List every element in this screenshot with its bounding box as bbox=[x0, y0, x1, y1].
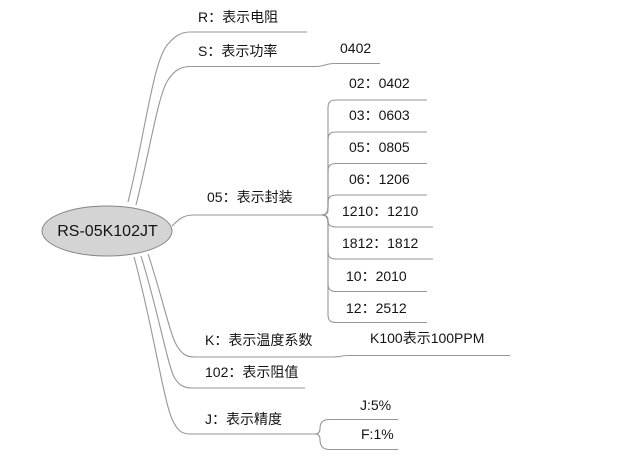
connector-branch-j bbox=[133, 256, 315, 435]
connector-branch-102 bbox=[140, 255, 305, 389]
node-0402[interactable]: 0402 bbox=[340, 40, 372, 56]
node-05-0805[interactable]: 05：0805 bbox=[349, 139, 410, 155]
node-06-1206[interactable]: 06：1206 bbox=[349, 171, 410, 187]
connector-branch-05 bbox=[171, 214, 322, 227]
connector-branch-k-and-k100 bbox=[147, 253, 510, 358]
connector-child-f1 bbox=[314, 433, 398, 451]
node-1812-1812[interactable]: 1812：1812 bbox=[342, 235, 419, 251]
connector-branch-s-and-0402 bbox=[135, 62, 380, 206]
node-12-2512[interactable]: 12：2512 bbox=[346, 300, 407, 316]
connector-child-06-1206 bbox=[321, 194, 427, 216]
node-f-1pct[interactable]: F:1% bbox=[361, 426, 394, 442]
node-05-package[interactable]: 05：表示封装 bbox=[207, 189, 293, 205]
node-03-0603[interactable]: 03：0603 bbox=[349, 107, 410, 123]
node-10-2010[interactable]: 10：2010 bbox=[346, 268, 407, 284]
node-102-resistance-value[interactable]: 102：表示阻值 bbox=[205, 364, 299, 380]
connector-child-12-2512 bbox=[321, 214, 427, 324]
node-1210-1210[interactable]: 1210：1210 bbox=[342, 203, 419, 219]
node-j-precision[interactable]: J：表示精度 bbox=[205, 411, 282, 427]
node-s-power[interactable]: S：表示功率 bbox=[198, 43, 278, 59]
node-02-0402[interactable]: 02：0402 bbox=[349, 75, 410, 91]
node-r-resistance[interactable]: R：表示电阻 bbox=[198, 9, 279, 25]
connector-child-j5 bbox=[314, 418, 398, 435]
node-k100-100ppm[interactable]: K100表示100PPM bbox=[370, 330, 485, 346]
root-node-shape[interactable] bbox=[41, 205, 173, 257]
node-k-temp-coefficient[interactable]: K：表示温度系数 bbox=[205, 332, 313, 348]
node-j-5pct[interactable]: J:5% bbox=[360, 397, 392, 413]
root-node-label[interactable]: RS-05K102JT bbox=[57, 223, 158, 240]
connector-branch-r bbox=[127, 31, 307, 203]
